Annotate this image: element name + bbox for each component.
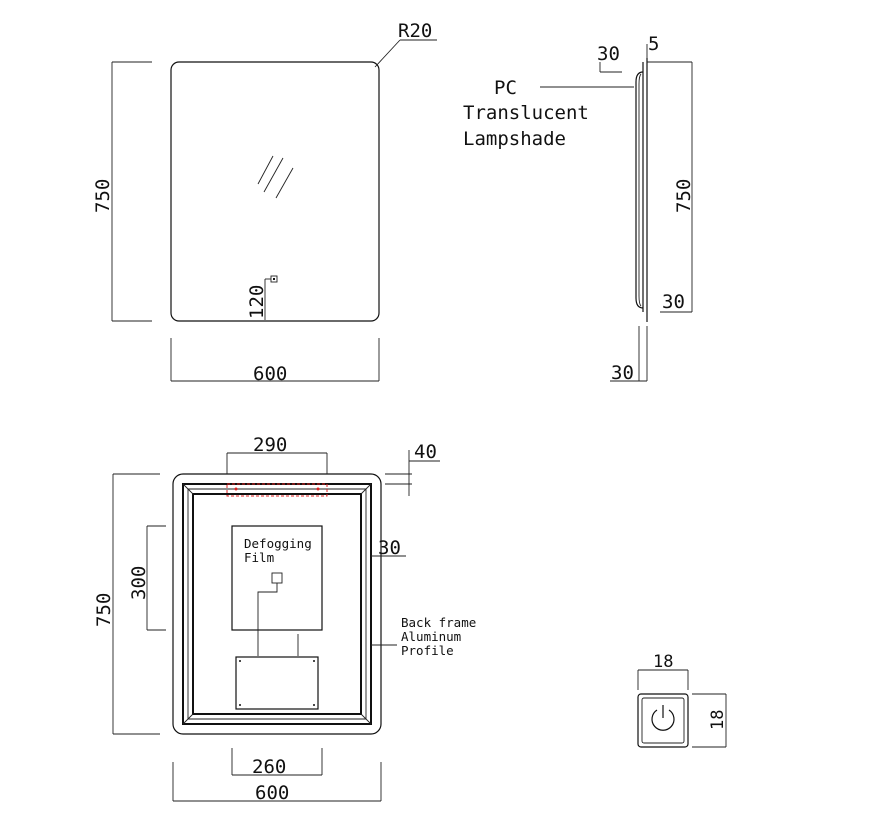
switch-height-dimension [692, 693, 727, 748]
back-offset-label: 40 [414, 441, 437, 463]
front-height-label: 750 [92, 179, 114, 213]
mirror-front-outline [170, 61, 380, 322]
film-label-line2: Film [244, 550, 274, 565]
back-view: Defogging Film 290 40 [93, 434, 476, 804]
back-top-span-label: 290 [253, 434, 287, 456]
frame-label-line1: Back frame [401, 615, 476, 630]
back-offset-dimension [385, 450, 440, 496]
radius-leader [374, 39, 437, 68]
back-width-dimension [172, 762, 382, 802]
back-height-dimension [112, 473, 160, 735]
aluminum-frame-inner [192, 493, 362, 715]
front-width-dimension [170, 338, 380, 382]
pc-lampshade-outline [635, 71, 644, 309]
switch-width-label: 18 [653, 652, 673, 672]
film-height-dimension [146, 525, 166, 631]
switch-detail: 18 18 [637, 652, 728, 748]
front-view: 120 R20 750 600 [92, 20, 437, 385]
lampshade-label-line3: Lampshade [463, 128, 566, 150]
side-bottom-label: 30 [611, 362, 634, 384]
film-label-line1: Defogging [244, 536, 312, 551]
side-top-dimension [599, 44, 648, 73]
aluminum-frame-outer [182, 483, 372, 725]
radius-label: R20 [398, 20, 432, 42]
front-width-label: 600 [253, 363, 287, 385]
back-width-label: 600 [255, 782, 289, 804]
back-top-span-dimension [226, 452, 328, 474]
side-lip-label: 5 [648, 33, 659, 55]
box-width-dimension [231, 748, 323, 776]
switch-outline [637, 693, 689, 748]
defogging-film [231, 525, 323, 631]
glass-reflection-icon [257, 155, 294, 199]
frame-label-line2: Aluminum [401, 629, 461, 644]
led-strip-region [226, 483, 328, 497]
driver-box [235, 656, 319, 710]
power-icon [651, 705, 675, 731]
box-width-label: 260 [252, 756, 286, 778]
lampshade-label-line2: Translucent [463, 102, 589, 124]
switch-height-label: 18 [708, 710, 728, 730]
back-height-label: 750 [93, 593, 115, 627]
frame-label-line3: Profile [401, 643, 454, 658]
switch-width-dimension [637, 669, 689, 690]
lampshade-label-line1: PC [494, 77, 517, 99]
side-thickness-label: 30 [597, 43, 620, 65]
switch-offset-dimension [264, 278, 271, 320]
back-outer-outline [172, 473, 382, 735]
film-connector-icon [271, 572, 283, 584]
film-height-label: 300 [128, 566, 150, 600]
side-inset-label: 30 [662, 291, 685, 313]
side-height-label: 750 [673, 179, 695, 213]
frame-width-label: 30 [378, 537, 401, 559]
side-bottom-dimension [610, 326, 648, 382]
side-view: 30 5 PC Translucent Lampshade 750 30 30 [463, 33, 695, 384]
switch-offset-label: 120 [246, 285, 268, 319]
front-height-dimension [111, 61, 152, 322]
side-height-dimension [647, 61, 693, 313]
